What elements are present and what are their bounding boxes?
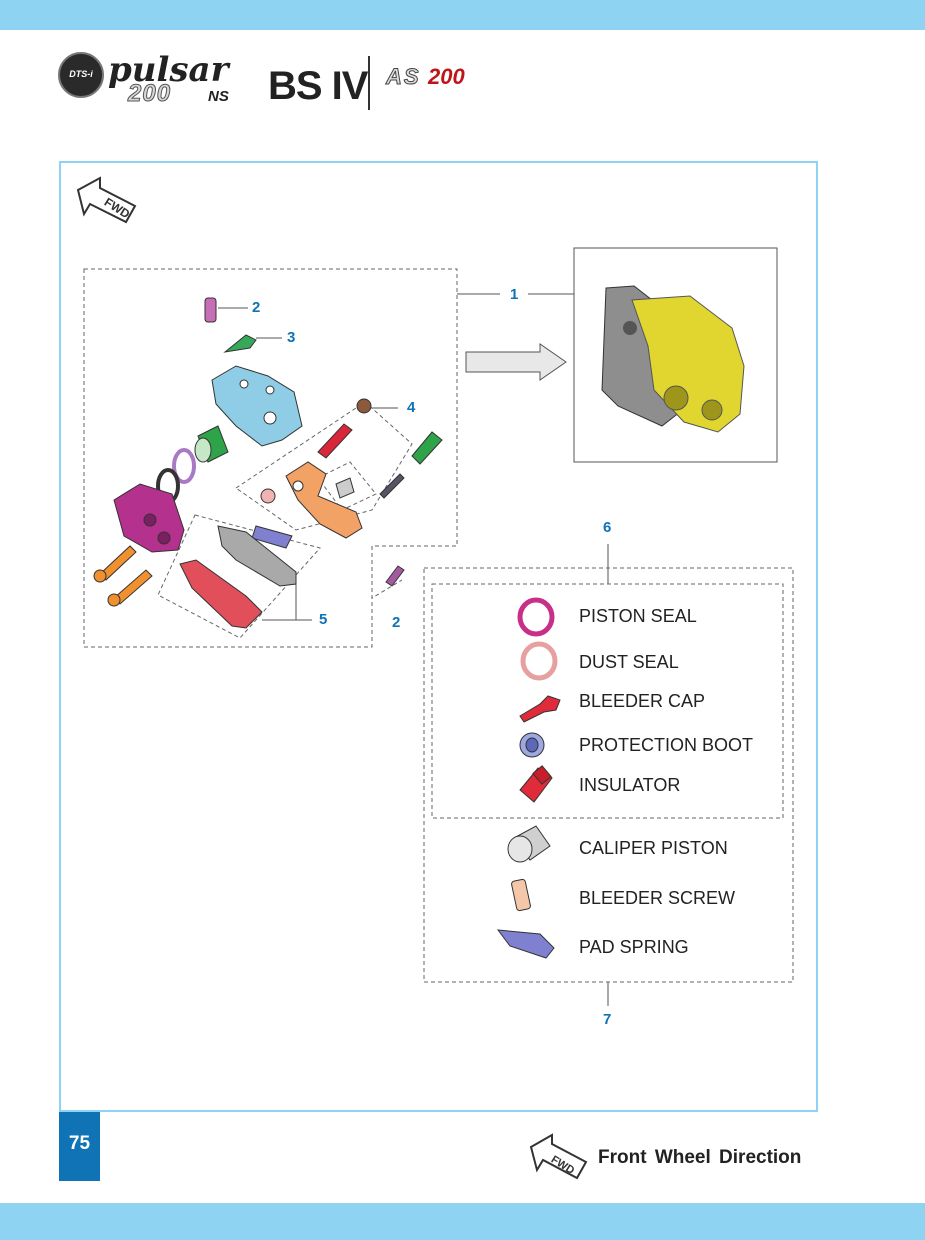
piston-seal-icon (517, 597, 555, 637)
page-number: 75 (59, 1112, 100, 1181)
pad-spring-icon (496, 929, 555, 959)
model-number: 200 (127, 80, 172, 108)
fwd-legend-icon: FWD (529, 1133, 588, 1180)
caliper-piston-icon (507, 825, 551, 863)
model-suffix: NS (208, 88, 229, 105)
legend-text: Front Wheel Direction (598, 1147, 802, 1168)
insulator-icon (519, 765, 553, 803)
assembly-arrow (465, 343, 567, 381)
kit-label-insulator: INSULATOR (579, 775, 681, 795)
callout-3: 3 (287, 329, 296, 346)
emission-standard: BS IV (268, 64, 368, 108)
variant-prefix: AS (386, 64, 421, 90)
bleeder-screw-icon (511, 878, 531, 912)
brake-pad-red (179, 559, 263, 629)
assembly-outline (83, 268, 458, 648)
kit-label-protection-boot: PROTECTION BOOT (579, 735, 754, 755)
model-name: pulsar (108, 50, 229, 90)
kit-label-pad-spring: PAD SPRING (579, 937, 689, 957)
callout-2-top: 2 (252, 299, 261, 316)
brand-logo: DTS-i pulsar 200 NS BS IV AS 200 (56, 50, 556, 114)
top-color-band (0, 0, 925, 30)
bracket-group (235, 401, 413, 531)
kit-label-bleeder-cap: BLEEDER CAP (579, 691, 706, 711)
callout-4: 4 (407, 399, 416, 416)
brake-pad-grey (217, 525, 297, 587)
caliper-body-blue (211, 365, 303, 447)
callout-2-bottom: 2 (392, 614, 401, 631)
kit-label-caliper-piston: CALIPER PISTON (579, 838, 728, 858)
callout-5: 5 (319, 611, 328, 628)
pin-group (317, 461, 377, 511)
diagram-panel (59, 161, 818, 1112)
callout-6: 6 (603, 519, 612, 536)
service-kit-6 (431, 583, 784, 819)
variant-number: 200 (428, 64, 465, 89)
fwd-arrow-icon: FWD (76, 176, 137, 224)
bleeder-cap-icon (519, 695, 561, 723)
dtsi-badge: DTS-i (58, 52, 104, 98)
brand-divider (368, 56, 370, 110)
service-kit-7 (423, 567, 794, 983)
kit-label-piston-seal: PISTON SEAL (579, 606, 697, 626)
bottom-color-band (0, 1203, 925, 1240)
kit-label-bleeder-screw: BLEEDER SCREW (579, 888, 736, 908)
leader-lines (218, 293, 609, 1006)
dust-seal-icon (520, 641, 558, 681)
callout-7: 7 (603, 1011, 612, 1028)
caliper-bracket (285, 461, 363, 539)
kit-label-dust-seal: DUST SEAL (579, 652, 679, 672)
protection-boot-icon (519, 732, 545, 758)
callout-1: 1 (510, 286, 519, 303)
